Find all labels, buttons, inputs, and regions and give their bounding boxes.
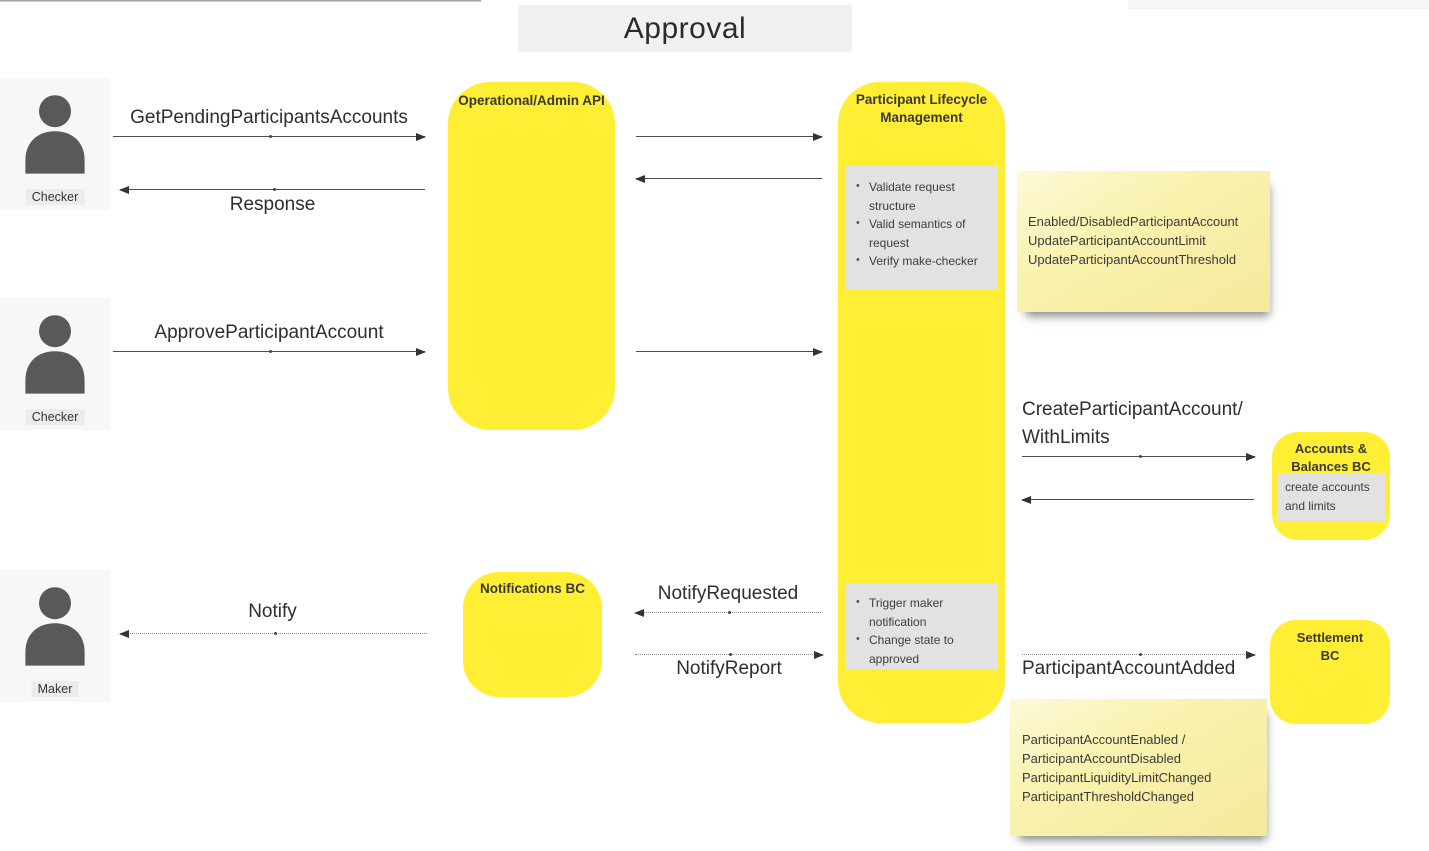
message-label-notify: Notify (248, 601, 297, 622)
person-icon (25, 95, 85, 174)
message-label-notify-requested: NotifyRequested (657, 583, 799, 604)
note-line: ParticipantLiquidityLimitChanged (1022, 770, 1212, 785)
arrow-create-account[interactable] (1022, 452, 1256, 461)
task-item: Valid semantics of request (853, 215, 982, 252)
arrow-notify-report[interactable] (635, 650, 824, 659)
top-edge-artifact-left (0, 0, 481, 2)
plm-notification-tasks-panel: Trigger maker notification Change state … (845, 583, 998, 669)
message-label-create-account-line2: WithLimits (1022, 427, 1110, 448)
arrowhead-left-icon (119, 185, 129, 194)
component-settlement-bc[interactable]: Settlement BC (1270, 620, 1390, 724)
actor-checker-1[interactable]: Checker (0, 78, 110, 210)
actor-maker[interactable]: Maker (0, 570, 110, 702)
arrowhead-left-icon (1021, 495, 1031, 504)
person-icon (25, 587, 85, 666)
task-item: Change state to approved (853, 631, 982, 668)
note-line: ParticipantAccountEnabled / (1022, 732, 1186, 747)
arrowhead-right-icon (814, 650, 824, 659)
note-line: ParticipantThresholdChanged (1022, 789, 1194, 804)
arrow-plm-to-api-response[interactable] (635, 174, 822, 183)
note-line: UpdateParticipantAccountThreshold (1028, 252, 1237, 267)
component-participant-lifecycle-management[interactable]: Participant Lifecycle Management Validat… (838, 82, 1005, 723)
note-account-events[interactable]: ParticipantAccountEnabled / ParticipantA… (1010, 699, 1267, 836)
arrowhead-right-icon (813, 132, 823, 141)
diagram-title-text: Approval (623, 11, 747, 45)
actor-label: Checker (25, 189, 85, 205)
arrowhead-right-icon (813, 347, 823, 356)
actor-label: Checker (25, 409, 85, 425)
arrow-get-pending[interactable] (113, 132, 426, 141)
message-label-notify-report: NotifyReport (676, 658, 782, 679)
component-title: Settlement BC (1296, 630, 1364, 663)
actor-label: Maker (31, 681, 79, 697)
task-item: Trigger maker notification (853, 594, 982, 631)
note-line: ParticipantAccountDisabled (1022, 751, 1181, 766)
arrow-notify[interactable] (119, 629, 427, 638)
top-edge-artifact-right (1128, 0, 1429, 9)
arrow-account-added[interactable] (1022, 650, 1256, 659)
arrowhead-right-icon (416, 132, 426, 141)
accounts-balances-task-panel: create accounts and limits (1277, 473, 1385, 521)
diagram-title: Approval (518, 5, 852, 52)
component-title: Accounts & Balances BC (1291, 441, 1371, 474)
note-update-events[interactable]: Enabled/DisabledParticipantAccount Updat… (1017, 171, 1270, 312)
person-icon (25, 315, 85, 394)
arrowhead-left-icon (635, 174, 645, 183)
component-title: Operational/Admin API (458, 93, 605, 108)
arrowhead-right-icon (1246, 650, 1256, 659)
arrow-api-to-plm-request-2[interactable] (636, 347, 823, 356)
message-label-account-added: ParticipantAccountAdded (1022, 658, 1236, 679)
arrowhead-right-icon (416, 347, 426, 356)
component-notifications-bc[interactable]: Notifications BC (463, 572, 602, 697)
actor-checker-2[interactable]: Checker (0, 298, 110, 430)
arrow-notify-requested[interactable] (634, 608, 821, 617)
message-label-response: Response (229, 194, 316, 215)
arrow-approve[interactable] (113, 347, 426, 356)
component-operational-admin-api[interactable]: Operational/Admin API (448, 82, 615, 430)
note-line: Enabled/DisabledParticipantAccount (1028, 214, 1239, 229)
arrow-api-to-plm-request-1[interactable] (636, 132, 823, 141)
message-label-create-account-line1: CreateParticipantAccount/ (1022, 399, 1243, 420)
task-item: Verify make-checker (853, 252, 982, 271)
task-item: Validate request structure (853, 178, 982, 215)
arrowhead-right-icon (1246, 452, 1256, 461)
message-label-get-pending: GetPendingParticipantsAccounts (130, 107, 408, 128)
component-title: Notifications BC (479, 581, 585, 596)
arrow-response[interactable] (119, 185, 425, 194)
component-accounts-balances-bc[interactable]: Accounts & Balances BC create accounts a… (1272, 432, 1390, 540)
note-line: UpdateParticipantAccountLimit (1028, 233, 1206, 248)
message-label-approve: ApproveParticipantAccount (154, 322, 384, 343)
arrow-create-account-return[interactable] (1021, 495, 1254, 504)
plm-validation-tasks-panel: Validate request structure Valid semanti… (845, 166, 998, 290)
arrowhead-left-icon (119, 629, 129, 638)
component-title: Participant Lifecycle Management (855, 92, 988, 126)
arrowhead-left-icon (634, 608, 644, 617)
